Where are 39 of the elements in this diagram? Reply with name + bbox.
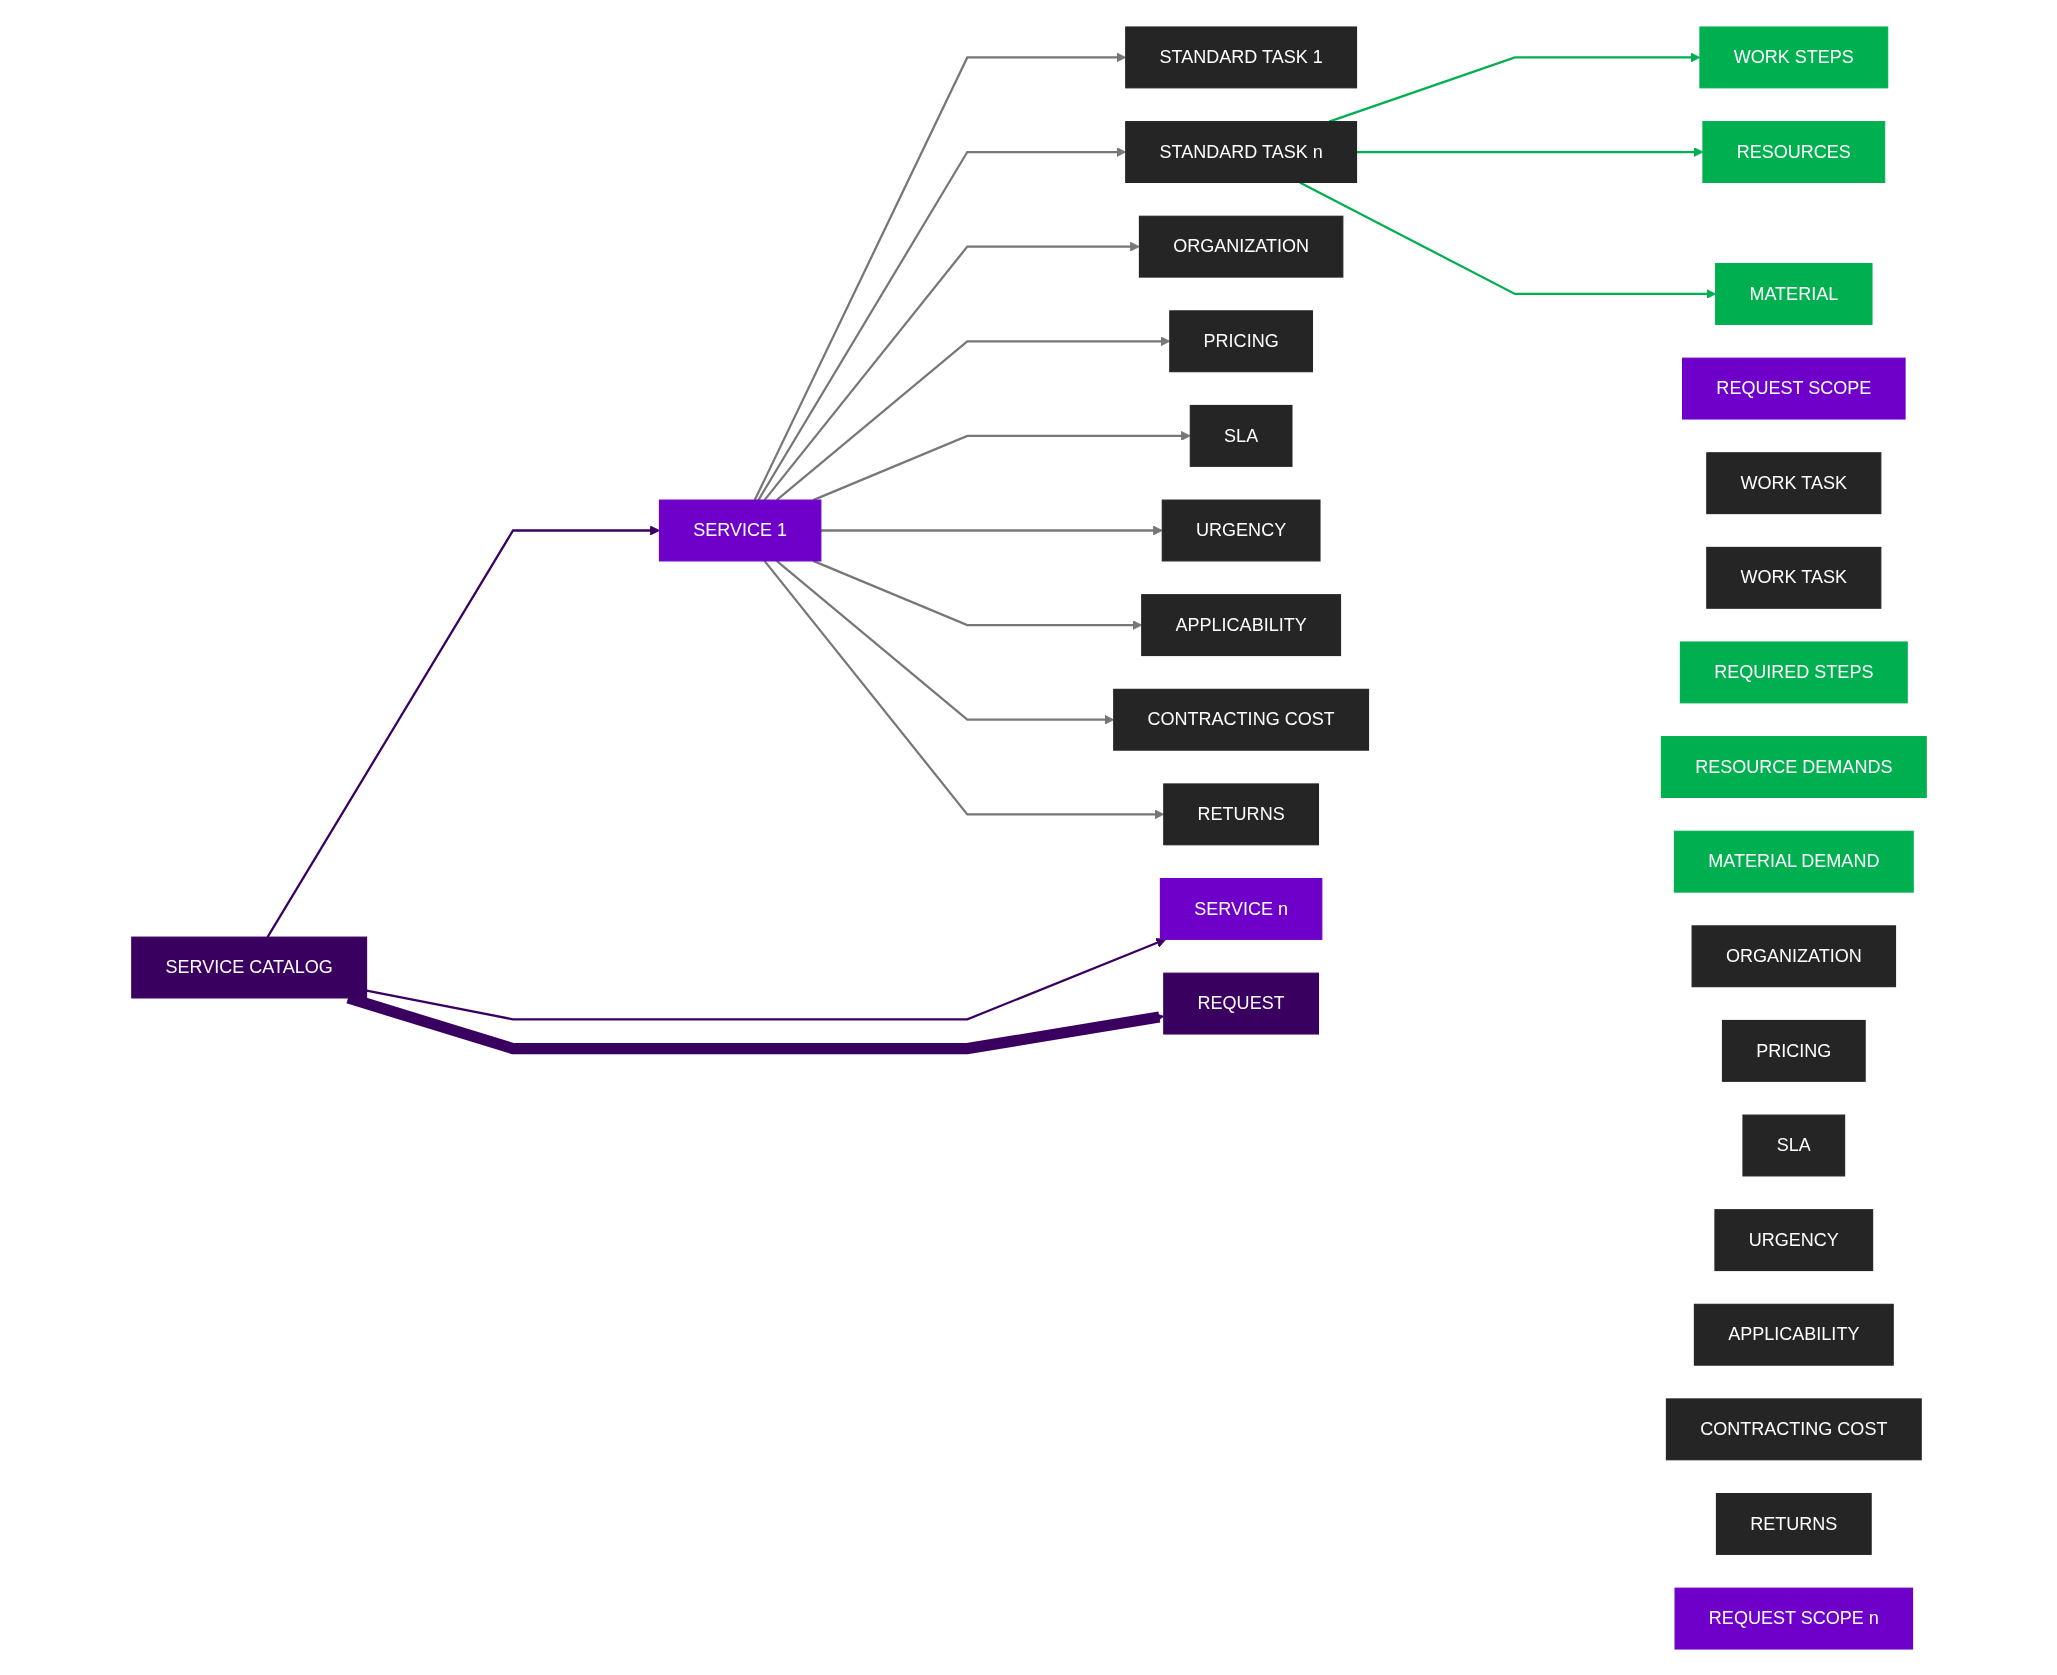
node-box: RESOURCES — [1701, 120, 1885, 183]
node-box: RETURNS — [1162, 782, 1319, 845]
node-box: PRICING — [1721, 1019, 1866, 1082]
node-box: URGENCY — [1161, 499, 1321, 561]
node-box: MATERIAL — [1714, 262, 1873, 325]
arrow — [1298, 180, 1716, 299]
node-box: REQUEST SCOPE — [1681, 357, 1906, 420]
node-box: CONTRACTING COST — [1112, 688, 1369, 751]
node-box: ORGANIZATION — [1691, 924, 1896, 987]
node-box: WORK TASK — [1705, 546, 1881, 609]
arrow — [775, 559, 1114, 725]
node-box: CONTRACTING COST — [1665, 1397, 1922, 1460]
node-box: MATERIAL DEMAND — [1673, 830, 1914, 893]
arrow — [1328, 51, 1700, 123]
node-box: WORK TASK — [1705, 451, 1881, 514]
arrow — [775, 335, 1170, 501]
node-box: STANDARD TASK n — [1124, 120, 1357, 183]
arrow — [1356, 146, 1703, 157]
arrow — [812, 559, 1142, 630]
node-box: PRICING — [1168, 309, 1313, 372]
node-box: REQUEST — [1162, 972, 1319, 1035]
node-box: ORGANIZATION — [1138, 215, 1343, 278]
arrow — [756, 146, 1126, 501]
node-box: APPLICABILITY — [1693, 1303, 1894, 1366]
node-box: SLA — [1741, 1114, 1845, 1176]
node-box: SERVICE n — [1159, 877, 1322, 940]
arrow — [753, 51, 1126, 501]
node-box: APPLICABILITY — [1140, 593, 1341, 656]
node-box: STANDARD TASK 1 — [1124, 25, 1357, 88]
node-box: RESOURCE DEMANDS — [1660, 735, 1927, 798]
node-box: REQUEST SCOPE n — [1674, 1587, 1913, 1650]
arrow — [763, 559, 1164, 819]
node-box: SERVICE 1 — [658, 499, 821, 561]
node-box: RETURNS — [1715, 1492, 1872, 1555]
node-box: SERVICE CATALOG — [130, 936, 367, 998]
node-box: REQUIRED STEPS — [1679, 640, 1908, 703]
node-box: URGENCY — [1713, 1208, 1873, 1271]
node-box: WORK STEPS — [1698, 25, 1888, 88]
node-box: SLA — [1189, 404, 1292, 467]
